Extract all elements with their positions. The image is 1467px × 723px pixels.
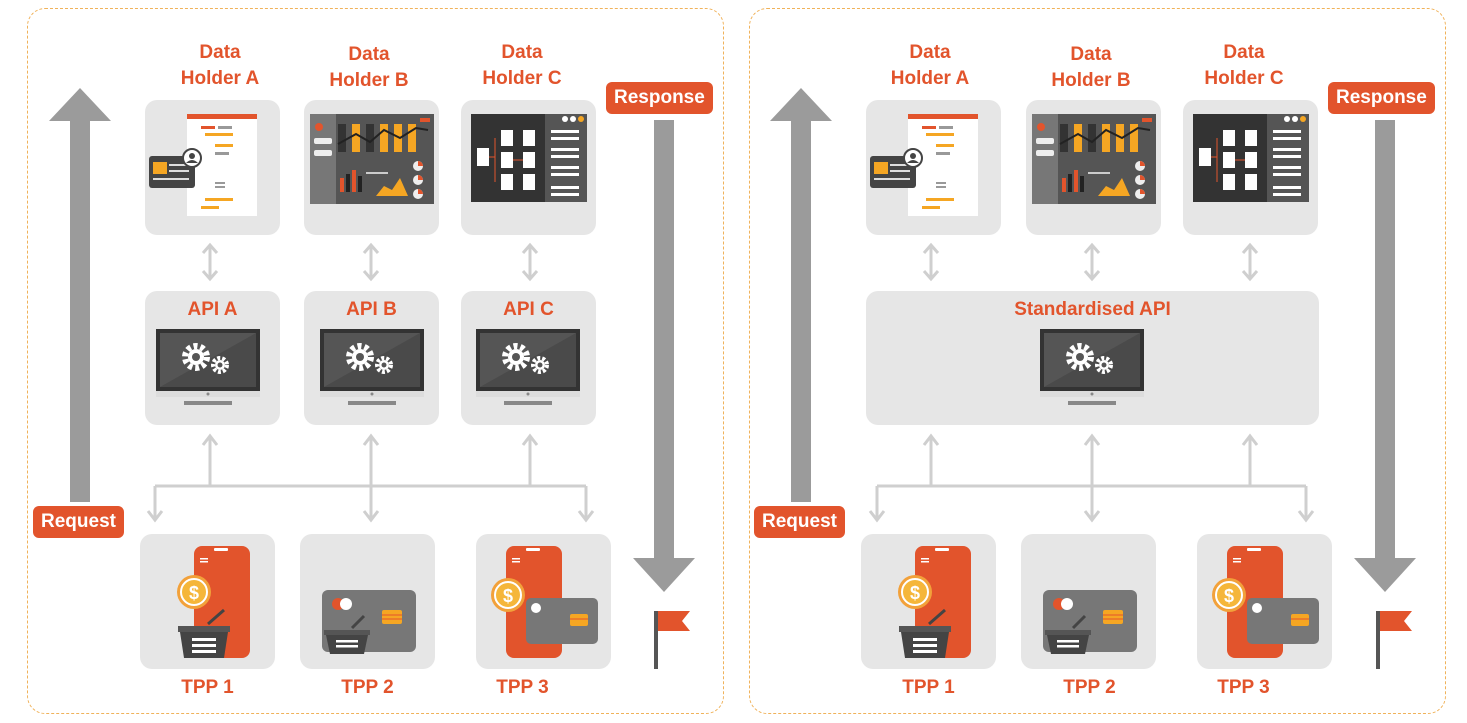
response-badge: Response <box>606 82 713 114</box>
request-arrow <box>49 88 111 502</box>
double-arrow-icon <box>1083 243 1101 281</box>
phone-card-icon <box>490 545 599 659</box>
response-arrow <box>633 120 695 592</box>
monitor-gears-icon <box>156 329 260 405</box>
phone-payment-icon <box>896 544 973 660</box>
flowchart-icon <box>1192 113 1310 203</box>
data-holder-b-label: Data Holder B <box>329 44 409 91</box>
tpp-2-label: TPP 2 <box>341 677 394 698</box>
double-arrow-icon <box>521 243 539 281</box>
right-tpp-3-label: TPP 3 <box>1217 677 1270 698</box>
flag-icon <box>1376 611 1412 669</box>
document-icon <box>869 113 979 217</box>
card-basket-icon <box>320 588 418 656</box>
right-data-holder-b-label: Data Holder B <box>1051 44 1131 91</box>
standardised-api-label: Standardised API <box>1014 299 1171 320</box>
right-response-arrow <box>1354 120 1416 592</box>
dashboard-icon <box>309 113 435 205</box>
card-basket-icon <box>1041 588 1139 656</box>
right-connector-lines <box>868 433 1315 523</box>
flowchart-icon <box>470 113 588 203</box>
right-data-holder-a-label: Data Holder A <box>890 42 970 89</box>
data-holder-a-label: Data Holder A <box>180 42 260 89</box>
flag-icon <box>654 611 690 669</box>
double-arrow-icon <box>201 243 219 281</box>
right-data-holder-c-label: Data Holder C <box>1204 42 1284 89</box>
double-arrow-icon <box>1241 243 1259 281</box>
phone-card-icon <box>1211 545 1320 659</box>
api-b-label: API B <box>346 299 397 320</box>
right-panel <box>749 8 1446 714</box>
right-tpp-1-label: TPP 1 <box>902 677 955 698</box>
api-c-label: API C <box>503 299 554 320</box>
monitor-gears-icon <box>1040 329 1144 405</box>
left-panel <box>27 8 724 714</box>
right-response-badge: Response <box>1328 82 1435 114</box>
phone-payment-icon <box>175 544 252 660</box>
tpp-1-label: TPP 1 <box>181 677 234 698</box>
api-a-label: API A <box>187 299 238 320</box>
request-badge: Request <box>33 506 124 538</box>
tpp-3-label: TPP 3 <box>496 677 549 698</box>
right-request-arrow <box>770 88 832 502</box>
connector-lines <box>146 433 595 523</box>
monitor-gears-icon <box>320 329 424 405</box>
right-tpp-2-label: TPP 2 <box>1063 677 1116 698</box>
data-holder-c-label: Data Holder C <box>482 42 562 89</box>
double-arrow-icon <box>922 243 940 281</box>
dashboard-icon <box>1031 113 1157 205</box>
right-request-badge: Request <box>754 506 845 538</box>
document-icon <box>148 113 258 217</box>
double-arrow-icon <box>362 243 380 281</box>
monitor-gears-icon <box>476 329 580 405</box>
